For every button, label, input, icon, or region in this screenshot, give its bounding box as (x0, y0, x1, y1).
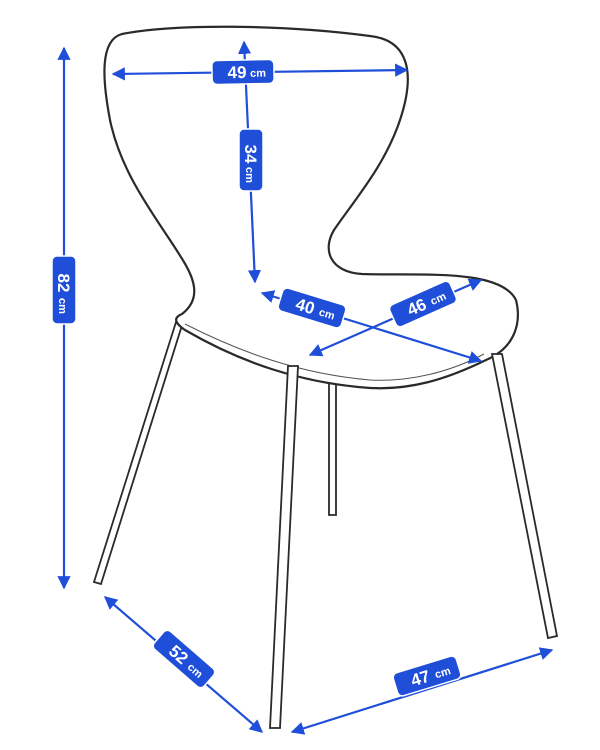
chair-illustration (92, 25, 559, 729)
chair-leg-back-left (92, 321, 185, 586)
chair-shell-edge (184, 323, 485, 381)
label-seat-depth: 40 cm (277, 287, 347, 329)
dim-line-base-width (290, 647, 554, 735)
label-seat-back-height-value: 34 (241, 145, 260, 164)
chair-leg-back-right (328, 373, 337, 516)
label-seat-back-width: 49 cm (211, 58, 275, 86)
label-base-depth: 52 cm (152, 629, 216, 689)
label-seat-width: 46 cm (388, 280, 458, 328)
label-base-width-unit: cm (434, 665, 453, 681)
chair-leg-front-right (490, 353, 559, 640)
chair-leg-front-left (269, 365, 299, 729)
label-seat-depth-value: 40 (293, 295, 317, 319)
label-seat-width-unit: cm (429, 291, 449, 309)
label-base-width: 47 cm (392, 655, 462, 697)
label-total-height-unit: cm (56, 298, 68, 314)
dimension-labels: 49 cm 34 cm 82 cm 40 cm 46 cm (51, 58, 462, 697)
chair-shell (103, 25, 519, 390)
label-total-height-value: 82 (54, 274, 73, 293)
label-seat-back-height: 34 cm (238, 128, 264, 192)
label-total-height: 82 cm (51, 255, 77, 325)
label-seat-back-height-unit: cm (243, 167, 255, 183)
label-seat-back-width-value: 49 (227, 63, 246, 82)
label-seat-back-width-unit: cm (250, 68, 266, 80)
label-base-width-value: 47 (409, 667, 433, 691)
label-seat-depth-unit: cm (317, 307, 336, 323)
